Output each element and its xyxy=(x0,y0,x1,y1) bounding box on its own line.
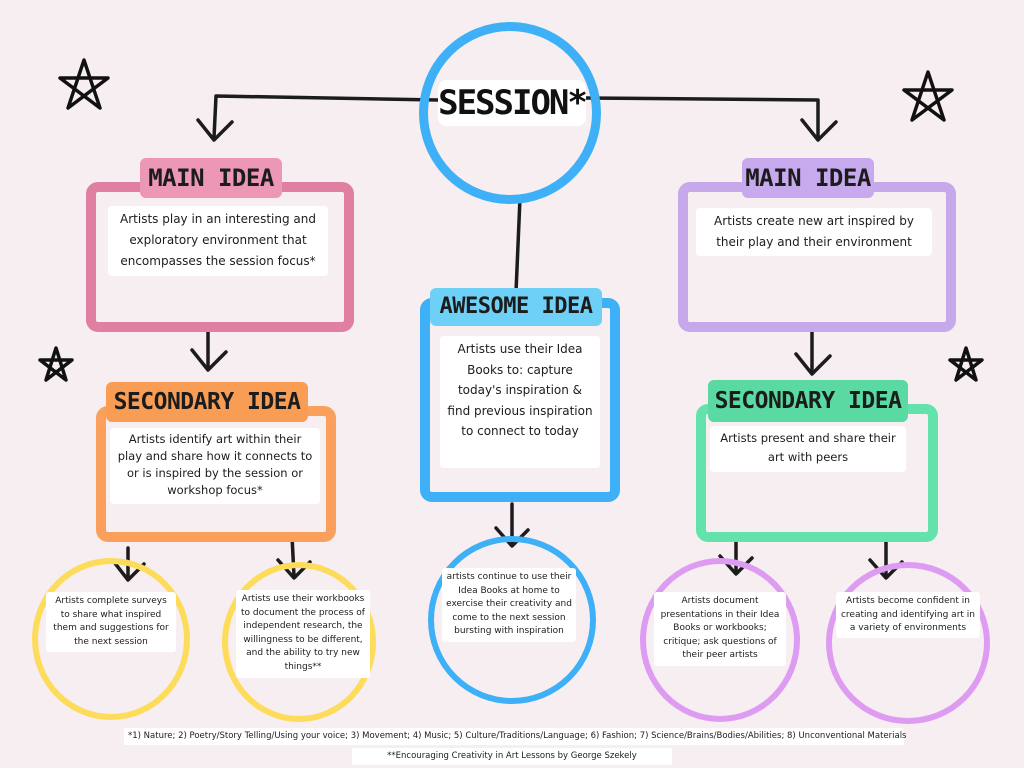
connector-center xyxy=(514,196,522,294)
star-icon xyxy=(38,346,74,382)
outcome-circle-3 xyxy=(428,536,596,704)
awesome-idea-heading: AWESOME IDEA xyxy=(430,288,602,326)
left-secondary-idea-text: Artists identify art within their play a… xyxy=(110,428,320,504)
right-main-idea-text: Artists create new art inspired by their… xyxy=(696,208,932,256)
outcome-circle-5 xyxy=(826,562,990,724)
outcome-circle-1 xyxy=(32,558,190,720)
outcome-circle-2 xyxy=(222,562,376,722)
footnote-reference: **Encouraging Creativity in Art Lessons … xyxy=(352,748,672,765)
outcome-text-4: Artists document presentations in their … xyxy=(654,592,786,666)
right-secondary-idea-text: Artists present and share their art with… xyxy=(710,426,906,472)
right-secondary-idea-heading: SECONDARY IDEA xyxy=(708,380,908,422)
connector-left xyxy=(212,94,440,140)
arrow-down-icon xyxy=(794,352,832,376)
arrow-down-icon xyxy=(800,118,838,142)
arrow-down-icon xyxy=(190,348,228,372)
footnote-themes: *1) Nature; 2) Poetry/Story Telling/Usin… xyxy=(124,728,907,745)
outcome-text-1: Artists complete surveys to share what i… xyxy=(46,592,176,652)
star-icon xyxy=(902,70,954,122)
left-main-idea-text: Artists play in an interesting and explo… xyxy=(108,206,328,276)
connector-right xyxy=(584,96,820,140)
session-circle xyxy=(419,22,601,204)
star-icon xyxy=(948,346,984,382)
right-secondary-idea-box xyxy=(696,404,938,542)
right-main-idea-box xyxy=(678,182,956,332)
awesome-idea-text: Artists use their Idea Books to: capture… xyxy=(440,336,600,468)
outcome-circle-4 xyxy=(640,558,800,722)
outcome-text-2: Artists use their workbooks to document … xyxy=(236,590,370,678)
left-main-idea-heading: MAIN IDEA xyxy=(140,158,282,198)
right-main-idea-heading: MAIN IDEA xyxy=(742,158,874,198)
left-secondary-idea-heading: SECONDARY IDEA xyxy=(106,382,308,422)
outcome-text-3: artists continue to use their Idea Books… xyxy=(442,568,576,642)
star-icon xyxy=(58,58,110,110)
arrow-down-icon xyxy=(196,118,234,142)
outcome-text-5: Artists become confident in creating and… xyxy=(836,592,980,638)
session-title: SESSION* xyxy=(438,80,588,126)
